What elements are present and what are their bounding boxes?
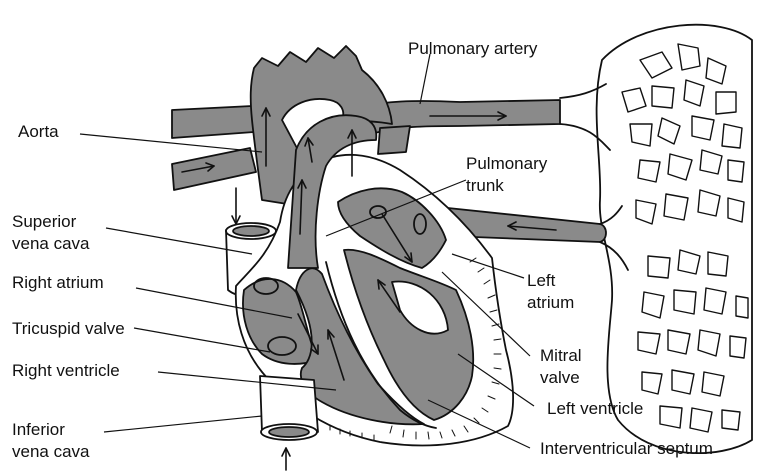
label-tricuspid-valve: Tricuspid valve — [12, 318, 125, 339]
label-superior-vena-cava-line2: vena cava — [12, 233, 90, 254]
label-right-atrium: Right atrium — [12, 272, 104, 293]
label-interventricular-septum: Interventricular septum — [540, 438, 713, 459]
label-aorta: Aorta — [18, 121, 59, 142]
label-left-atrium-line1: Left — [527, 270, 555, 291]
label-right-ventricle: Right ventricle — [12, 360, 120, 381]
label-left-ventricle: Left ventricle — [547, 398, 643, 419]
label-superior-vena-cava-line1: Superior — [12, 211, 76, 232]
label-left-atrium-line2: atrium — [527, 292, 574, 313]
label-pulmonary-trunk-line2: trunk — [466, 175, 504, 196]
label-pulmonary-trunk-line1: Pulmonary — [466, 153, 547, 174]
label-inferior-vena-cava-line2: vena cava — [12, 441, 90, 462]
left-lower-vessel — [172, 148, 256, 190]
left-upper-vessel — [172, 106, 254, 138]
label-inferior-vena-cava-line1: Inferior — [12, 419, 65, 440]
label-mitral-valve-line2: valve — [540, 367, 580, 388]
lung-capillary-network — [597, 25, 752, 453]
label-pulmonary-artery: Pulmonary artery — [408, 38, 537, 59]
label-mitral-valve-line1: Mitral — [540, 345, 582, 366]
